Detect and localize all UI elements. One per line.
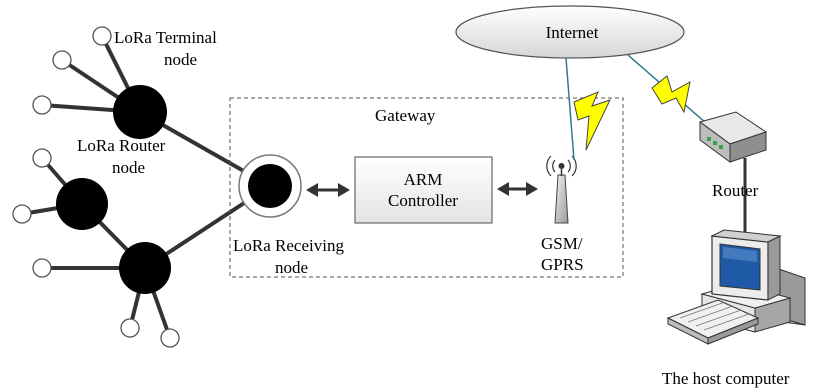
- gsm-label-line1: GSM/: [541, 234, 583, 253]
- terminal-node: [32, 258, 52, 278]
- router-nodes: [56, 85, 171, 294]
- antenna-icon: [546, 155, 577, 224]
- wireless-link: [565, 57, 575, 161]
- gateway-label: Gateway: [375, 106, 436, 125]
- terminal-node: [32, 95, 52, 115]
- terminal-node: [92, 26, 112, 46]
- terminal-node: [32, 148, 52, 168]
- receiving-node: [238, 154, 302, 218]
- router-node-label-line1: LoRa Router: [77, 136, 166, 155]
- internet-cloud: [455, 5, 685, 59]
- arm-controller-box: [354, 156, 493, 224]
- arm-label-line1: ARM: [404, 170, 443, 189]
- router-device-icon: [698, 111, 768, 163]
- router-node: [113, 85, 167, 139]
- terminal-node: [12, 204, 32, 224]
- router-label: Router: [712, 181, 759, 200]
- receiving-node-label-line1: LoRa Receiving: [233, 236, 344, 255]
- arm-label-line2: Controller: [388, 191, 458, 210]
- receiving-node-label-line2: node: [275, 258, 308, 277]
- terminal-node: [120, 318, 140, 338]
- router-node: [119, 242, 171, 294]
- desktop-computer-icon: [666, 229, 806, 345]
- router-node: [56, 178, 108, 230]
- gateway-box: [229, 97, 624, 278]
- terminal-nodes: [12, 26, 180, 348]
- terminal-node-label-line2: node: [164, 50, 197, 69]
- router-node-label-line2: node: [112, 158, 145, 177]
- host-computer-label: The host computer: [662, 369, 790, 388]
- terminal-node: [160, 328, 180, 348]
- terminal-node: [52, 50, 72, 70]
- terminal-node-label-line1: LoRa Terminal: [114, 28, 217, 47]
- lightning-bolt-icon: [573, 91, 611, 151]
- internet-label: Internet: [546, 23, 599, 42]
- double-arrow-icon: [497, 182, 538, 196]
- lightning-bolt-icon: [651, 75, 691, 114]
- double-arrow-icon: [306, 183, 350, 197]
- gsm-label-line2: GPRS: [541, 255, 584, 274]
